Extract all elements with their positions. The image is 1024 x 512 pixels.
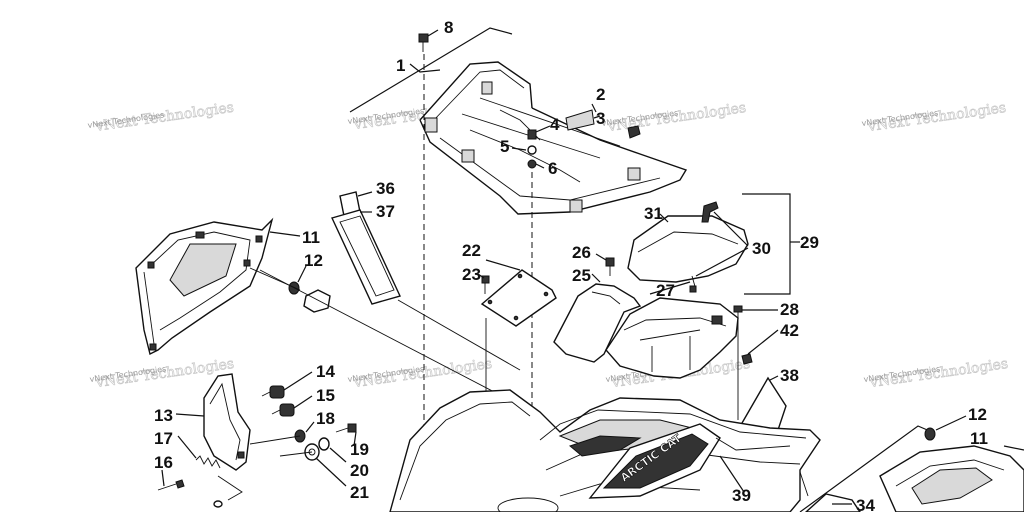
callout-29: 29 xyxy=(800,233,819,252)
latch-30 xyxy=(689,201,749,293)
callout-11-right: 11 xyxy=(970,429,988,448)
connector-18 xyxy=(249,435,301,445)
washer-12b xyxy=(924,427,936,441)
connector-21 xyxy=(279,451,313,457)
left-fender xyxy=(135,217,274,356)
rear-body: ARCTIC CAT xyxy=(389,389,821,512)
decal-2-3 xyxy=(565,103,601,131)
decal-36-37 xyxy=(331,191,401,305)
hardware-18-19-20 xyxy=(294,421,357,487)
screw-26 xyxy=(595,253,615,276)
leader-1 xyxy=(409,63,441,73)
washer-bottom xyxy=(213,500,223,508)
bolt-8 xyxy=(418,29,439,52)
callout-20: 20 xyxy=(350,461,369,480)
rear-rack xyxy=(419,61,688,215)
callout-31: 31 xyxy=(644,204,663,223)
callout-8: 8 xyxy=(444,18,453,37)
callout-42: 42 xyxy=(780,321,799,340)
bracket-13 xyxy=(217,475,243,501)
callout-37: 37 xyxy=(376,202,395,221)
guide-line-mid xyxy=(397,299,521,371)
callout-6: 6 xyxy=(548,159,557,178)
bracket-25 xyxy=(553,273,642,363)
leader-12b xyxy=(935,415,967,431)
callout-18: 18 xyxy=(316,409,335,428)
callout-39: 39 xyxy=(732,486,751,505)
leader-11b xyxy=(1003,445,1024,451)
callout-12-right: 12 xyxy=(968,405,987,424)
nut-3 xyxy=(627,125,641,139)
clip-42 xyxy=(741,329,779,365)
screw-16 xyxy=(157,469,185,491)
washer-12 xyxy=(288,265,331,313)
callout-12-left: 12 xyxy=(304,251,323,270)
callout-26: 26 xyxy=(572,243,591,262)
screw-23 xyxy=(477,273,490,294)
callout-25: 25 xyxy=(572,266,591,285)
taillight-13 xyxy=(203,373,251,471)
callout-15: 15 xyxy=(316,386,335,405)
bulb-15 xyxy=(271,395,313,417)
callout-11-left: 11 xyxy=(302,228,320,247)
callout-28: 28 xyxy=(780,300,799,319)
callout-23: 23 xyxy=(462,265,481,284)
callout-16: 16 xyxy=(154,453,173,472)
plate-22 xyxy=(480,259,557,327)
callout-14: 14 xyxy=(316,362,335,381)
callout-22: 22 xyxy=(462,241,481,260)
leader-11a xyxy=(269,231,301,237)
callout-3: 3 xyxy=(596,109,605,128)
callout-36: 36 xyxy=(376,179,395,198)
callout-34: 34 xyxy=(856,496,875,512)
callout-19: 19 xyxy=(350,440,369,459)
callout-1: 1 xyxy=(396,56,405,75)
callout-labels: 8 1 2 3 4 5 6 36 37 11 12 22 23 26 25 31… xyxy=(154,18,988,512)
callout-13: 13 xyxy=(154,406,173,425)
callout-4: 4 xyxy=(550,115,560,134)
bulb-14 xyxy=(261,371,313,399)
callout-17: 17 xyxy=(154,429,173,448)
callout-21: 21 xyxy=(350,483,369,502)
bracket-29 xyxy=(742,193,791,295)
spring-17 xyxy=(177,435,221,469)
leader-13 xyxy=(175,413,205,417)
callout-2: 2 xyxy=(596,85,605,104)
lid-31 xyxy=(627,213,749,283)
screw-28 xyxy=(733,305,778,313)
panel-34 xyxy=(804,493,861,512)
callout-27: 27 xyxy=(656,281,675,300)
fasteners-4-5-6 xyxy=(511,125,551,169)
leader-39 xyxy=(719,455,745,493)
leader-1-bracket xyxy=(349,27,513,113)
right-fender xyxy=(879,445,1024,512)
callout-5: 5 xyxy=(500,137,509,156)
storage-bin-27 xyxy=(605,281,739,379)
callout-30: 30 xyxy=(752,239,771,258)
callout-38: 38 xyxy=(780,366,799,385)
